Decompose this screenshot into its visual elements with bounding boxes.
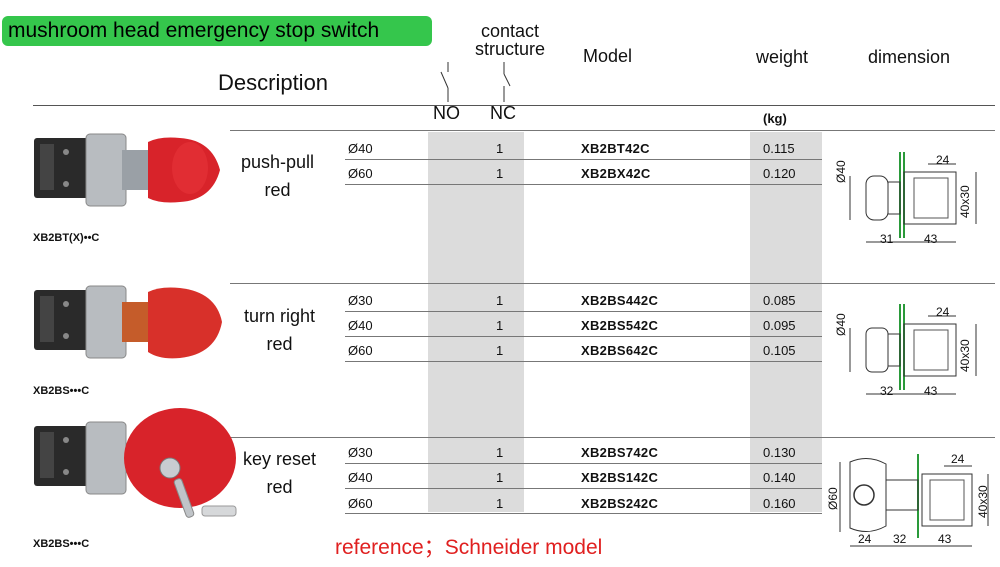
nc-cell: 1 <box>496 141 504 156</box>
size-cell: Ø30 <box>348 293 373 308</box>
weight-unit: (kg) <box>763 111 787 126</box>
dim-side: 40x30 <box>958 339 972 372</box>
weight-cell: 0.130 <box>763 445 796 460</box>
row-divider <box>345 513 822 514</box>
size-cell: Ø40 <box>348 141 373 156</box>
model-cell: XB2BS542C <box>581 318 659 333</box>
nc-cell: 1 <box>496 318 504 333</box>
dim-diameter: Ø60 <box>826 487 840 510</box>
description-header: Description <box>218 70 329 95</box>
model-cell: XB2BS742C <box>581 445 659 460</box>
row-divider <box>345 159 822 160</box>
dim-diameter: Ø40 <box>834 313 848 336</box>
nc-header: NC <box>490 103 516 123</box>
weight-cell: 0.120 <box>763 166 796 181</box>
dimension-header: dimension <box>868 47 951 67</box>
keyreset-switch-image <box>30 408 240 533</box>
model-cell: XB2BT42C <box>581 141 650 156</box>
pushpull-dimension-drawing <box>836 148 996 253</box>
pushpull-switch-image <box>30 130 230 230</box>
dim-right: 43 <box>924 384 938 398</box>
group3-description: key reset red <box>242 449 317 497</box>
weight-cell: 0.105 <box>763 343 796 358</box>
size-cell: Ø40 <box>348 470 373 485</box>
contact-symbols-icon <box>440 62 511 102</box>
weight-cell: 0.085 <box>763 293 796 308</box>
weight-cell: 0.095 <box>763 318 796 333</box>
group-divider <box>230 283 995 284</box>
size-cell: Ø60 <box>348 166 373 181</box>
group3-caption: XB2BS•••C <box>33 538 90 550</box>
table-top-rule <box>230 130 995 131</box>
dim-top: 24 <box>936 153 950 167</box>
group2-description: turn right red <box>243 306 316 354</box>
weight-header: weight <box>756 47 809 67</box>
row-divider <box>345 361 822 362</box>
nc-cell: 1 <box>496 470 504 485</box>
nc-column-shade <box>428 132 524 512</box>
dim-side: 40x30 <box>958 185 972 218</box>
model-header: Model <box>583 46 633 66</box>
model-cell: XB2BS642C <box>581 343 659 358</box>
no-header: NO <box>433 103 460 123</box>
model-cell: XB2BS142C <box>581 470 659 485</box>
weight-cell: 0.140 <box>763 470 796 485</box>
row-divider <box>345 311 822 312</box>
dim-top: 24 <box>936 305 950 319</box>
dim-mid: 32 <box>893 532 907 546</box>
row-divider <box>345 336 822 337</box>
size-cell: Ø30 <box>348 445 373 460</box>
row-divider <box>345 463 822 464</box>
group2-caption: XB2BS•••C <box>33 385 90 397</box>
dim-right: 43 <box>938 532 952 546</box>
header-divider <box>33 105 995 106</box>
weight-cell: 0.115 <box>763 141 795 156</box>
model-cell: XB2BX42C <box>581 166 651 181</box>
dim-right: 43 <box>924 232 938 246</box>
dim-left: 32 <box>880 384 894 398</box>
row-divider <box>345 488 822 489</box>
dim-top: 24 <box>951 452 965 466</box>
model-cell: XB2BS442C <box>581 293 659 308</box>
nc-cell: 1 <box>496 343 504 358</box>
nc-cell: 1 <box>496 445 504 460</box>
turnright-dimension-drawing <box>836 300 996 405</box>
nc-cell: 1 <box>496 293 504 308</box>
group1-description: push-pull red <box>240 152 315 200</box>
dim-left: 24 <box>858 532 872 546</box>
keyreset-dimension-drawing <box>828 450 998 555</box>
size-cell: Ø40 <box>348 318 373 333</box>
model-cell: XB2BS242C <box>581 496 659 511</box>
group-divider <box>230 437 995 438</box>
nc-cell: 1 <box>496 166 504 181</box>
weight-column-shade <box>750 132 822 512</box>
size-cell: Ø60 <box>348 343 373 358</box>
contact-structure-header: contact structure <box>474 21 546 59</box>
weight-cell: 0.160 <box>763 496 796 511</box>
turnright-switch-image <box>30 282 230 382</box>
row-divider <box>345 184 822 185</box>
reference-note: reference；Schneider model <box>335 536 603 559</box>
page-title: mushroom head emergency stop switch <box>2 16 432 46</box>
dim-left: 31 <box>880 232 894 246</box>
group1-caption: XB2BT(X)••C <box>33 232 100 244</box>
dim-side: 40x30 <box>976 485 990 518</box>
size-cell: Ø60 <box>348 496 373 511</box>
nc-cell: 1 <box>496 496 504 511</box>
dim-diameter: Ø40 <box>834 160 848 183</box>
